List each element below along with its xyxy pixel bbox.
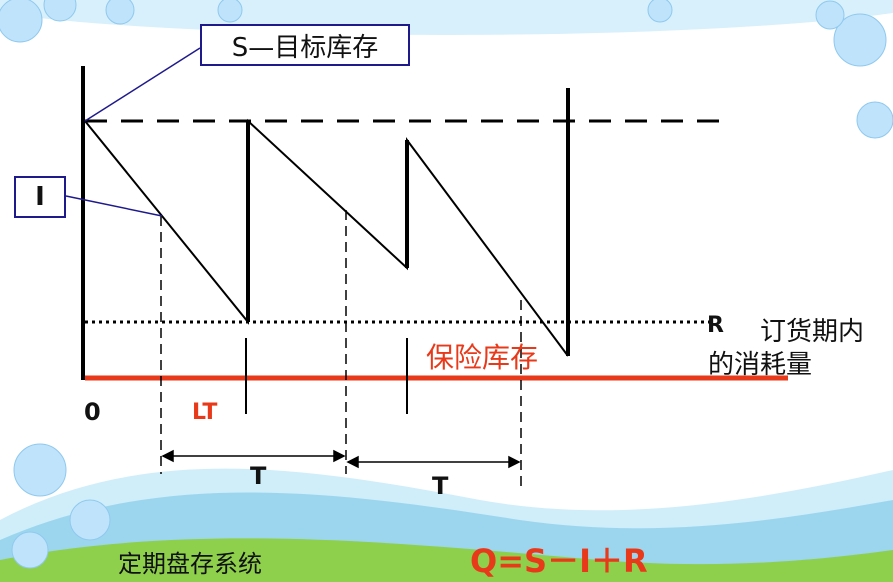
period-label-1: T — [250, 462, 267, 490]
period-label-2: T — [432, 472, 449, 500]
system-name-label: 定期盘存系统 — [118, 550, 262, 578]
lead-consumption-line2: 的消耗量 — [708, 350, 813, 380]
formula-label: Q=S－I＋R — [470, 542, 648, 580]
i-callout-connector — [65, 195, 163, 217]
period-arrow-2 — [346, 455, 521, 469]
origin-label: 0 — [84, 398, 101, 426]
flower-decoration — [0, 0, 893, 569]
lead-consumption-line1: 订货期内 — [760, 317, 865, 347]
i-label: I — [14, 176, 66, 218]
inventory-curve — [84, 118, 569, 357]
target-inventory-label: S—目标库存 — [200, 24, 410, 66]
lead-time-label: LT — [192, 400, 218, 425]
target-callout-connector — [84, 47, 201, 122]
period-arrow-1 — [161, 449, 346, 463]
safety-stock-label: 保险库存 — [426, 341, 539, 374]
r-label: R — [707, 313, 724, 338]
